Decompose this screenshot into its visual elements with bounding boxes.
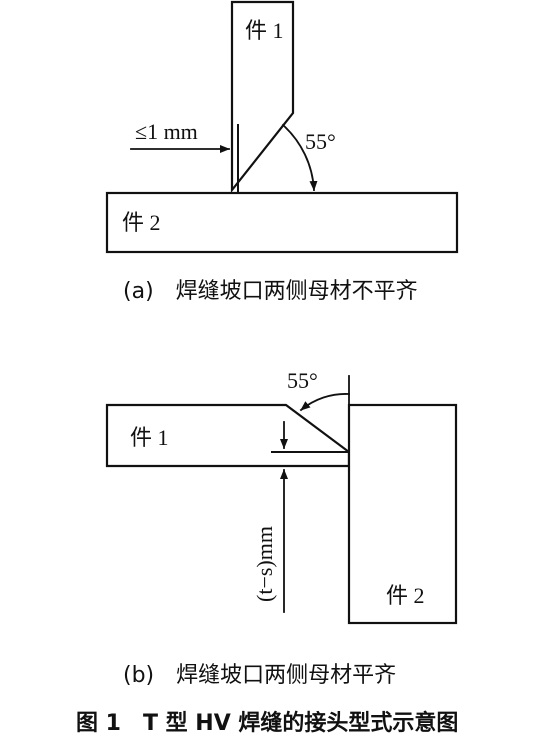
diagram-a-part1-outline [230,0,295,194]
diagram-a-angle-arc [281,123,318,191]
diagram-a-part2-label: 件 2 [122,210,161,235]
diagram-a-caption: (a) 焊缝坡口两侧母材不平齐 [123,279,418,304]
diagram-b-caption: (b) 焊缝坡口两侧母材平齐 [123,663,396,688]
diagram-a-part2-outline [105,191,459,254]
diagram-b-angle-label: 55° [287,368,318,393]
diagram-b-part2-label: 件 2 [386,583,425,608]
diagram-a-gap-label: ≤1 mm [135,119,198,144]
diagram-b-dimension-label: (t−s)mm [252,526,277,602]
diagram-b-part1-label: 件 1 [130,425,169,450]
diagram-b [105,375,458,625]
diagram-a [105,0,459,254]
diagram-b-part2-outline [347,403,458,625]
diagram-b-angle-arc [299,393,350,412]
diagram-a-part1-label: 件 1 [245,18,284,43]
figure-caption: 图 1 T 型 HV 焊缝的接头型式示意图 [76,710,458,736]
diagram-a-angle-label: 55° [305,129,336,154]
